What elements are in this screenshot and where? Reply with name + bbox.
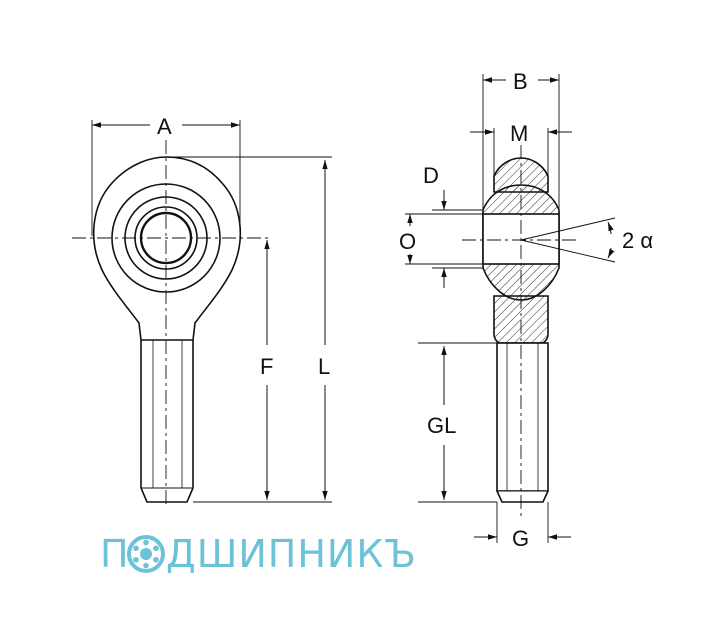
- side-view-centerlines: [405, 74, 616, 543]
- podshipnik-logo: П ДШИПНИКЪ: [100, 532, 417, 576]
- dimension-label-G: G: [512, 526, 529, 551]
- logo-text-rest: ДШИПНИКЪ: [166, 532, 417, 576]
- dimension-label-F: F: [260, 354, 273, 379]
- shank-side: [496, 342, 549, 492]
- dimension-label-O: O: [399, 229, 416, 254]
- front-view-centerlines: [72, 120, 332, 505]
- front-view-dimensions: [92, 122, 328, 500]
- dimension-label-2-alpha: 2 α: [622, 228, 653, 253]
- side-view-dimensions: [407, 77, 615, 540]
- dimension-label-D: D: [423, 163, 439, 188]
- dimension-label-L: L: [318, 354, 330, 379]
- dimension-label-M: M: [510, 121, 528, 146]
- logo-text-first-letter: П: [100, 532, 130, 576]
- dimension-label-GL: GL: [427, 413, 456, 438]
- bearing-icon: [127, 535, 165, 573]
- dimension-label-A: A: [157, 114, 172, 139]
- front-view: [92, 156, 242, 503]
- dimension-label-B: B: [513, 69, 528, 94]
- shank-chamfer: [496, 490, 549, 503]
